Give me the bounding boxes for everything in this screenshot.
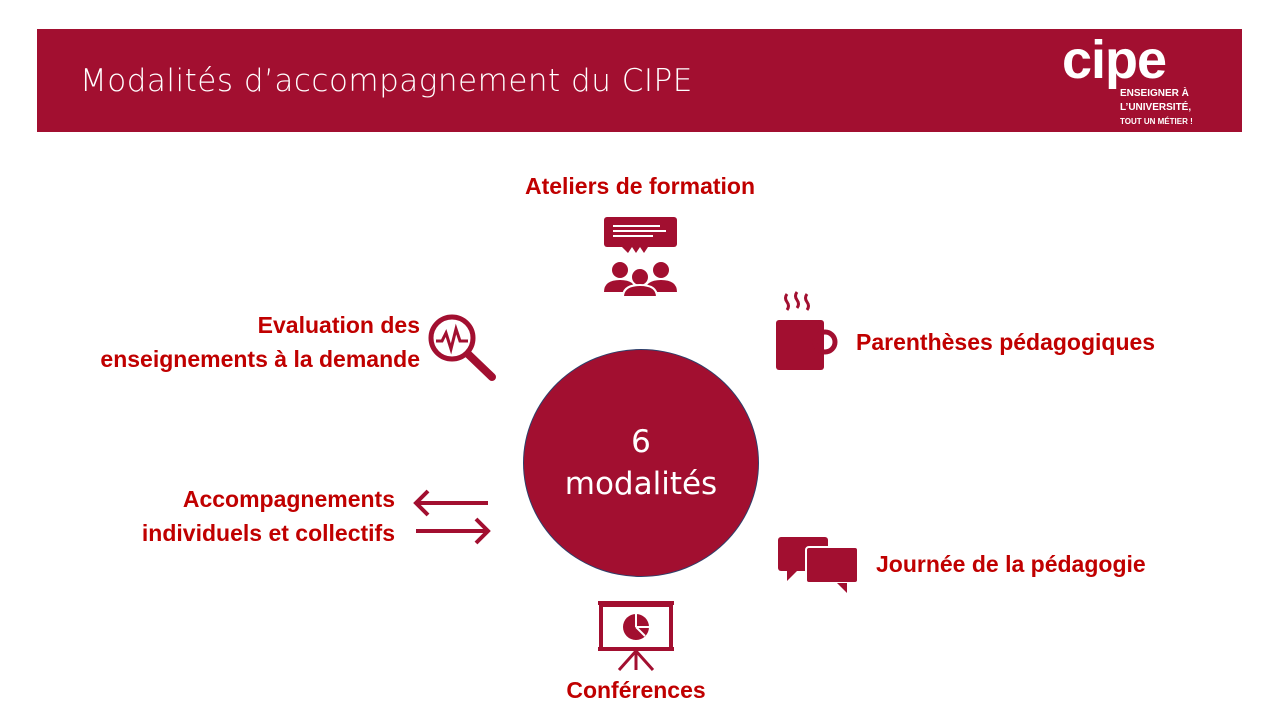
label-line: Evaluation des (257, 312, 420, 338)
magnifier-analysis-icon (428, 314, 496, 381)
label-ateliers: Ateliers de formation (524, 173, 756, 199)
speech-bubbles-icon (778, 537, 859, 593)
label-conferences: Conférences (566, 677, 706, 703)
center-circle: 6 modalités (523, 349, 759, 577)
page-title: Modalités d’accompagnement du CIPE (80, 63, 693, 99)
presentation-board-icon (598, 601, 674, 672)
label-accompagnements: Accompagnements individuels et collectif… (95, 482, 395, 550)
label-line: enseignements à la demande (100, 346, 420, 372)
label-line: individuels et collectifs (141, 520, 395, 546)
logo-tagline-line: ENSEIGNER À (1120, 88, 1189, 99)
header-banner: Modalités d’accompagnement du CIPE cipe … (37, 29, 1242, 132)
logo-tagline-line: TOUT UN MÉTIER ! (1120, 117, 1193, 126)
center-label: modalités (564, 466, 718, 502)
label-journee: Journée de la pédagogie (876, 551, 1146, 577)
workshop-group-icon (604, 217, 677, 298)
logo-tagline: ENSEIGNER À L’UNIVERSITÉ, TOUT UN MÉTIER… (1120, 87, 1193, 129)
coffee-mug-icon (776, 291, 838, 370)
cipe-logo: cipe ENSEIGNER À L’UNIVERSITÉ, TOUT UN M… (1062, 30, 1222, 129)
label-line: Accompagnements (182, 486, 395, 512)
label-evaluation: Evaluation des enseignements à la demand… (70, 308, 420, 376)
exchange-arrows-icon (413, 489, 491, 545)
logo-word: cipe (1062, 30, 1167, 90)
center-count: 6 (631, 424, 651, 460)
logo-tagline-line: L’UNIVERSITÉ, (1120, 102, 1192, 113)
label-parentheses: Parenthèses pédagogiques (856, 329, 1156, 355)
